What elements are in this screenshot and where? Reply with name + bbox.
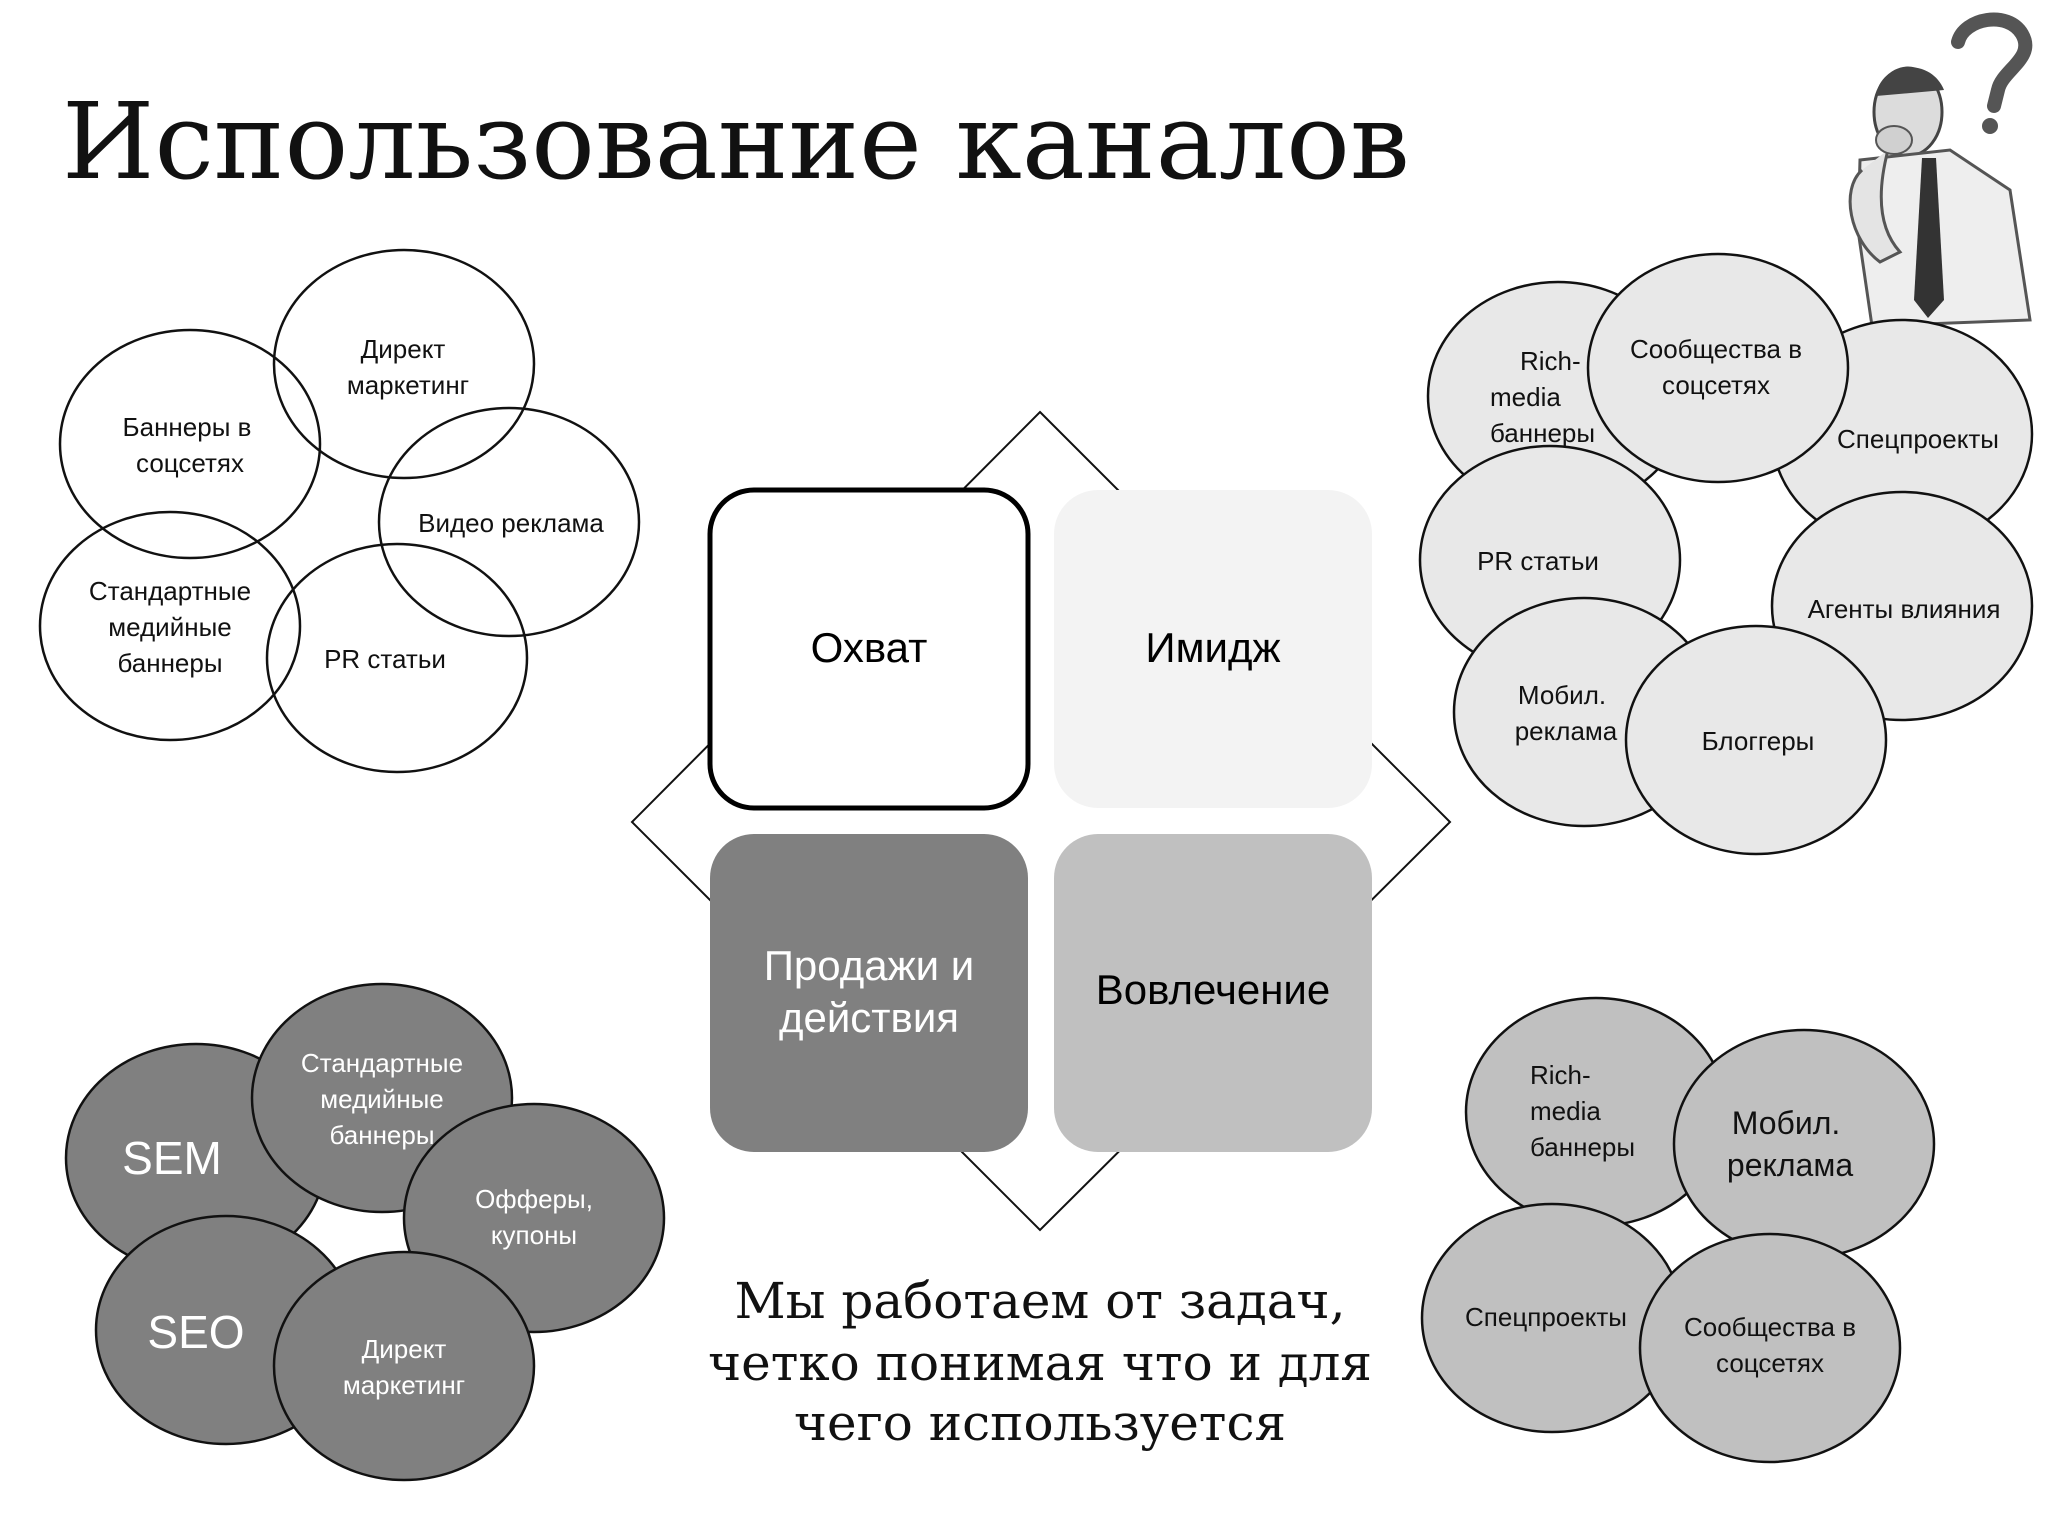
engagement-label-mobile-line2: реклама <box>1727 1147 1853 1183</box>
caption-line2: четко понимая что и для <box>708 1334 1372 1392</box>
reach-ellipse-video <box>377 406 641 638</box>
thinking-man-illustration <box>1848 12 2033 328</box>
image-ellipse-communities <box>1586 252 1850 484</box>
bottom-caption: Мы работаем от задач, четко понимая что … <box>708 1272 1372 1452</box>
reach-label-pr: PR статьи <box>324 644 446 674</box>
sales-label-sem: SEM <box>122 1132 222 1184</box>
image-label-influencers: Агенты влияния <box>1808 594 2001 624</box>
reach-ellipse-direct-marketing <box>272 248 536 480</box>
reach-label-standard-line3: баннеры <box>117 648 222 678</box>
quadrant-sales: Продажи и действия <box>710 834 1028 1152</box>
reach-label-direct-line1: Директ <box>361 334 446 364</box>
sales-label-seo: SEO <box>147 1306 244 1358</box>
cluster-engagement: Rich- media баннеры Мобил. реклама Спецп… <box>1420 996 1936 1464</box>
image-label-rich-line2: media <box>1490 382 1561 412</box>
reach-ellipse-standard-banners <box>38 510 302 742</box>
quadrant-sales-label-line1: Продажи и <box>764 942 975 989</box>
cluster-sales: SEM Стандартные медийные баннеры Офферы,… <box>64 982 666 1482</box>
quadrant-reach: Охват <box>707 487 1031 811</box>
reach-label-banners-line1: Баннеры в <box>123 412 252 442</box>
image-label-rich-line1: Rich- <box>1520 346 1581 376</box>
cluster-reach: Баннеры в соцсетях Директ маркетинг Виде… <box>38 248 641 774</box>
quadrant-sales-label-line2: действия <box>779 994 959 1041</box>
caption-line3: чего используется <box>794 1394 1286 1452</box>
image-label-communities-line1: Сообщества в <box>1630 334 1802 364</box>
engagement-label-communities-line1: Сообщества в <box>1684 1312 1856 1342</box>
image-ellipse-bloggers <box>1624 624 1888 856</box>
reach-label-banners-line2: соцсетях <box>136 448 244 478</box>
caption-line1: Мы работаем от задач, <box>734 1272 1345 1330</box>
engagement-ellipse-communities <box>1638 1232 1902 1464</box>
cluster-image: Rich- media баннеры Сообщества в соцсетя… <box>1418 252 2034 856</box>
sales-ellipse-direct-marketing <box>272 1250 536 1482</box>
image-label-bloggers: Блоггеры <box>1702 726 1815 756</box>
quadrant-reach-label: Охват <box>811 624 928 671</box>
quadrant-engagement: Вовлечение <box>1054 834 1372 1152</box>
image-label-pr: PR статьи <box>1477 546 1599 576</box>
reach-label-direct-line2: маркетинг <box>347 370 469 400</box>
quadrant-engagement-label: Вовлечение <box>1096 966 1330 1013</box>
engagement-ellipse-mobile <box>1672 1028 1936 1260</box>
engagement-label-mobile-line1: Мобил. <box>1732 1105 1841 1141</box>
sales-label-offers-line1: Офферы, <box>475 1184 593 1214</box>
question-mark-icon <box>1951 12 2033 113</box>
sales-label-direct-line2: маркетинг <box>343 1370 465 1400</box>
quadrant-image: Имидж <box>1054 490 1372 808</box>
sales-label-standard-line2: медийные <box>320 1084 444 1114</box>
engagement-label-rich-line3: баннеры <box>1530 1132 1635 1162</box>
image-label-mobile-line1: Мобил. <box>1518 680 1606 710</box>
image-label-communities-line2: соцсетях <box>1662 370 1770 400</box>
reach-label-video: Видео реклама <box>418 508 604 538</box>
quadrant-image-label: Имидж <box>1145 624 1280 671</box>
engagement-label-rich-line2: media <box>1530 1096 1601 1126</box>
slide-title: Использование каналов <box>62 80 1410 203</box>
image-label-special-projects: Спецпроекты <box>1837 424 1999 454</box>
reach-label-standard-line1: Стандартные <box>89 576 251 606</box>
reach-label-standard-line2: медийные <box>108 612 232 642</box>
reach-ellipse-pr <box>265 542 529 774</box>
sales-label-standard-line3: баннеры <box>329 1120 434 1150</box>
sales-label-offers-line2: купоны <box>491 1220 577 1250</box>
engagement-label-special-projects: Спецпроекты <box>1465 1302 1627 1332</box>
image-label-rich-line3: баннеры <box>1490 418 1595 448</box>
sales-label-standard-line1: Стандартные <box>301 1048 463 1078</box>
engagement-label-rich-line1: Rich- <box>1530 1060 1591 1090</box>
reach-ellipse-banners-social <box>58 328 322 560</box>
image-label-mobile-line2: реклама <box>1515 716 1618 746</box>
sales-label-direct-line1: Директ <box>362 1334 447 1364</box>
engagement-label-communities-line2: соцсетях <box>1716 1348 1824 1378</box>
